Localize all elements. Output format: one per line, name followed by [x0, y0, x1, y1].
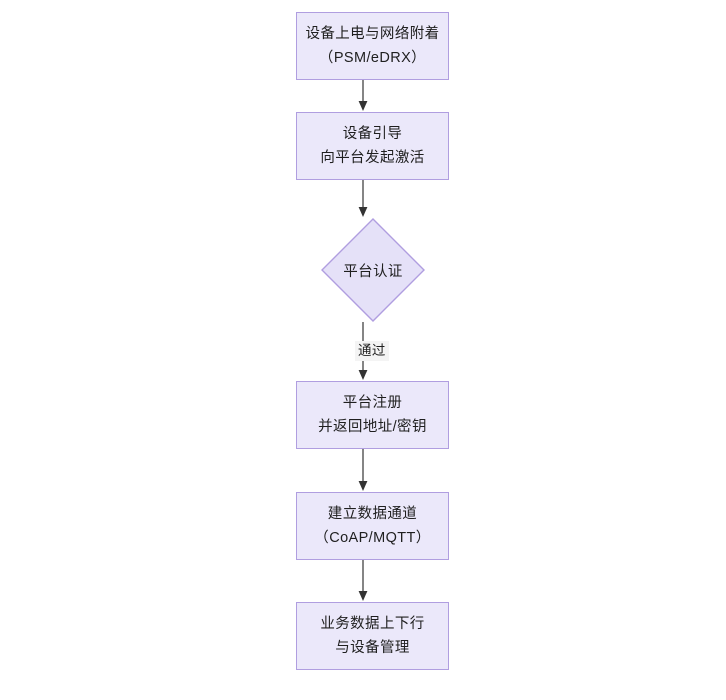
- flow-node-label-line2: 与设备管理: [335, 640, 410, 656]
- flow-edge-n4-n5: [353, 449, 373, 492]
- flow-node-label-line2: （CoAP/MQTT）: [314, 530, 431, 546]
- flow-edge-label-pass: 通过: [355, 341, 389, 361]
- flow-node-data-channel[interactable]: 建立数据通道 （CoAP/MQTT）: [296, 492, 449, 560]
- flow-node-label-line1: 设备引导: [342, 126, 403, 142]
- flow-edge-n1-n2: [353, 80, 373, 112]
- flow-node-label-line1: 平台注册: [342, 395, 403, 411]
- flow-node-label-line2: 向平台发起激活: [320, 150, 425, 166]
- flow-node-label-line1: 设备上电与网络附着: [305, 26, 440, 42]
- flow-node-platform-register[interactable]: 平台注册 并返回地址/密钥: [296, 381, 449, 449]
- flow-node-label-line2: （PSM/eDRX）: [318, 50, 427, 66]
- flow-node-label-line1: 建立数据通道: [327, 506, 418, 522]
- flow-node-power-on[interactable]: 设备上电与网络附着 （PSM/eDRX）: [296, 12, 449, 80]
- flow-node-label-line1: 业务数据上下行: [320, 616, 425, 632]
- diamond-shape-icon: [321, 218, 425, 322]
- flow-node-label-line1: 平台认证: [343, 263, 403, 280]
- flow-edge-n5-n6: [353, 560, 373, 602]
- flow-node-platform-auth[interactable]: 平台认证: [321, 218, 425, 322]
- flow-node-label-line2: 并返回地址/密钥: [318, 419, 427, 435]
- flow-node-device-bootstrap[interactable]: 设备引导 向平台发起激活: [296, 112, 449, 180]
- flow-edge-n2-n3: [353, 180, 373, 218]
- flow-node-business-data[interactable]: 业务数据上下行 与设备管理: [296, 602, 449, 670]
